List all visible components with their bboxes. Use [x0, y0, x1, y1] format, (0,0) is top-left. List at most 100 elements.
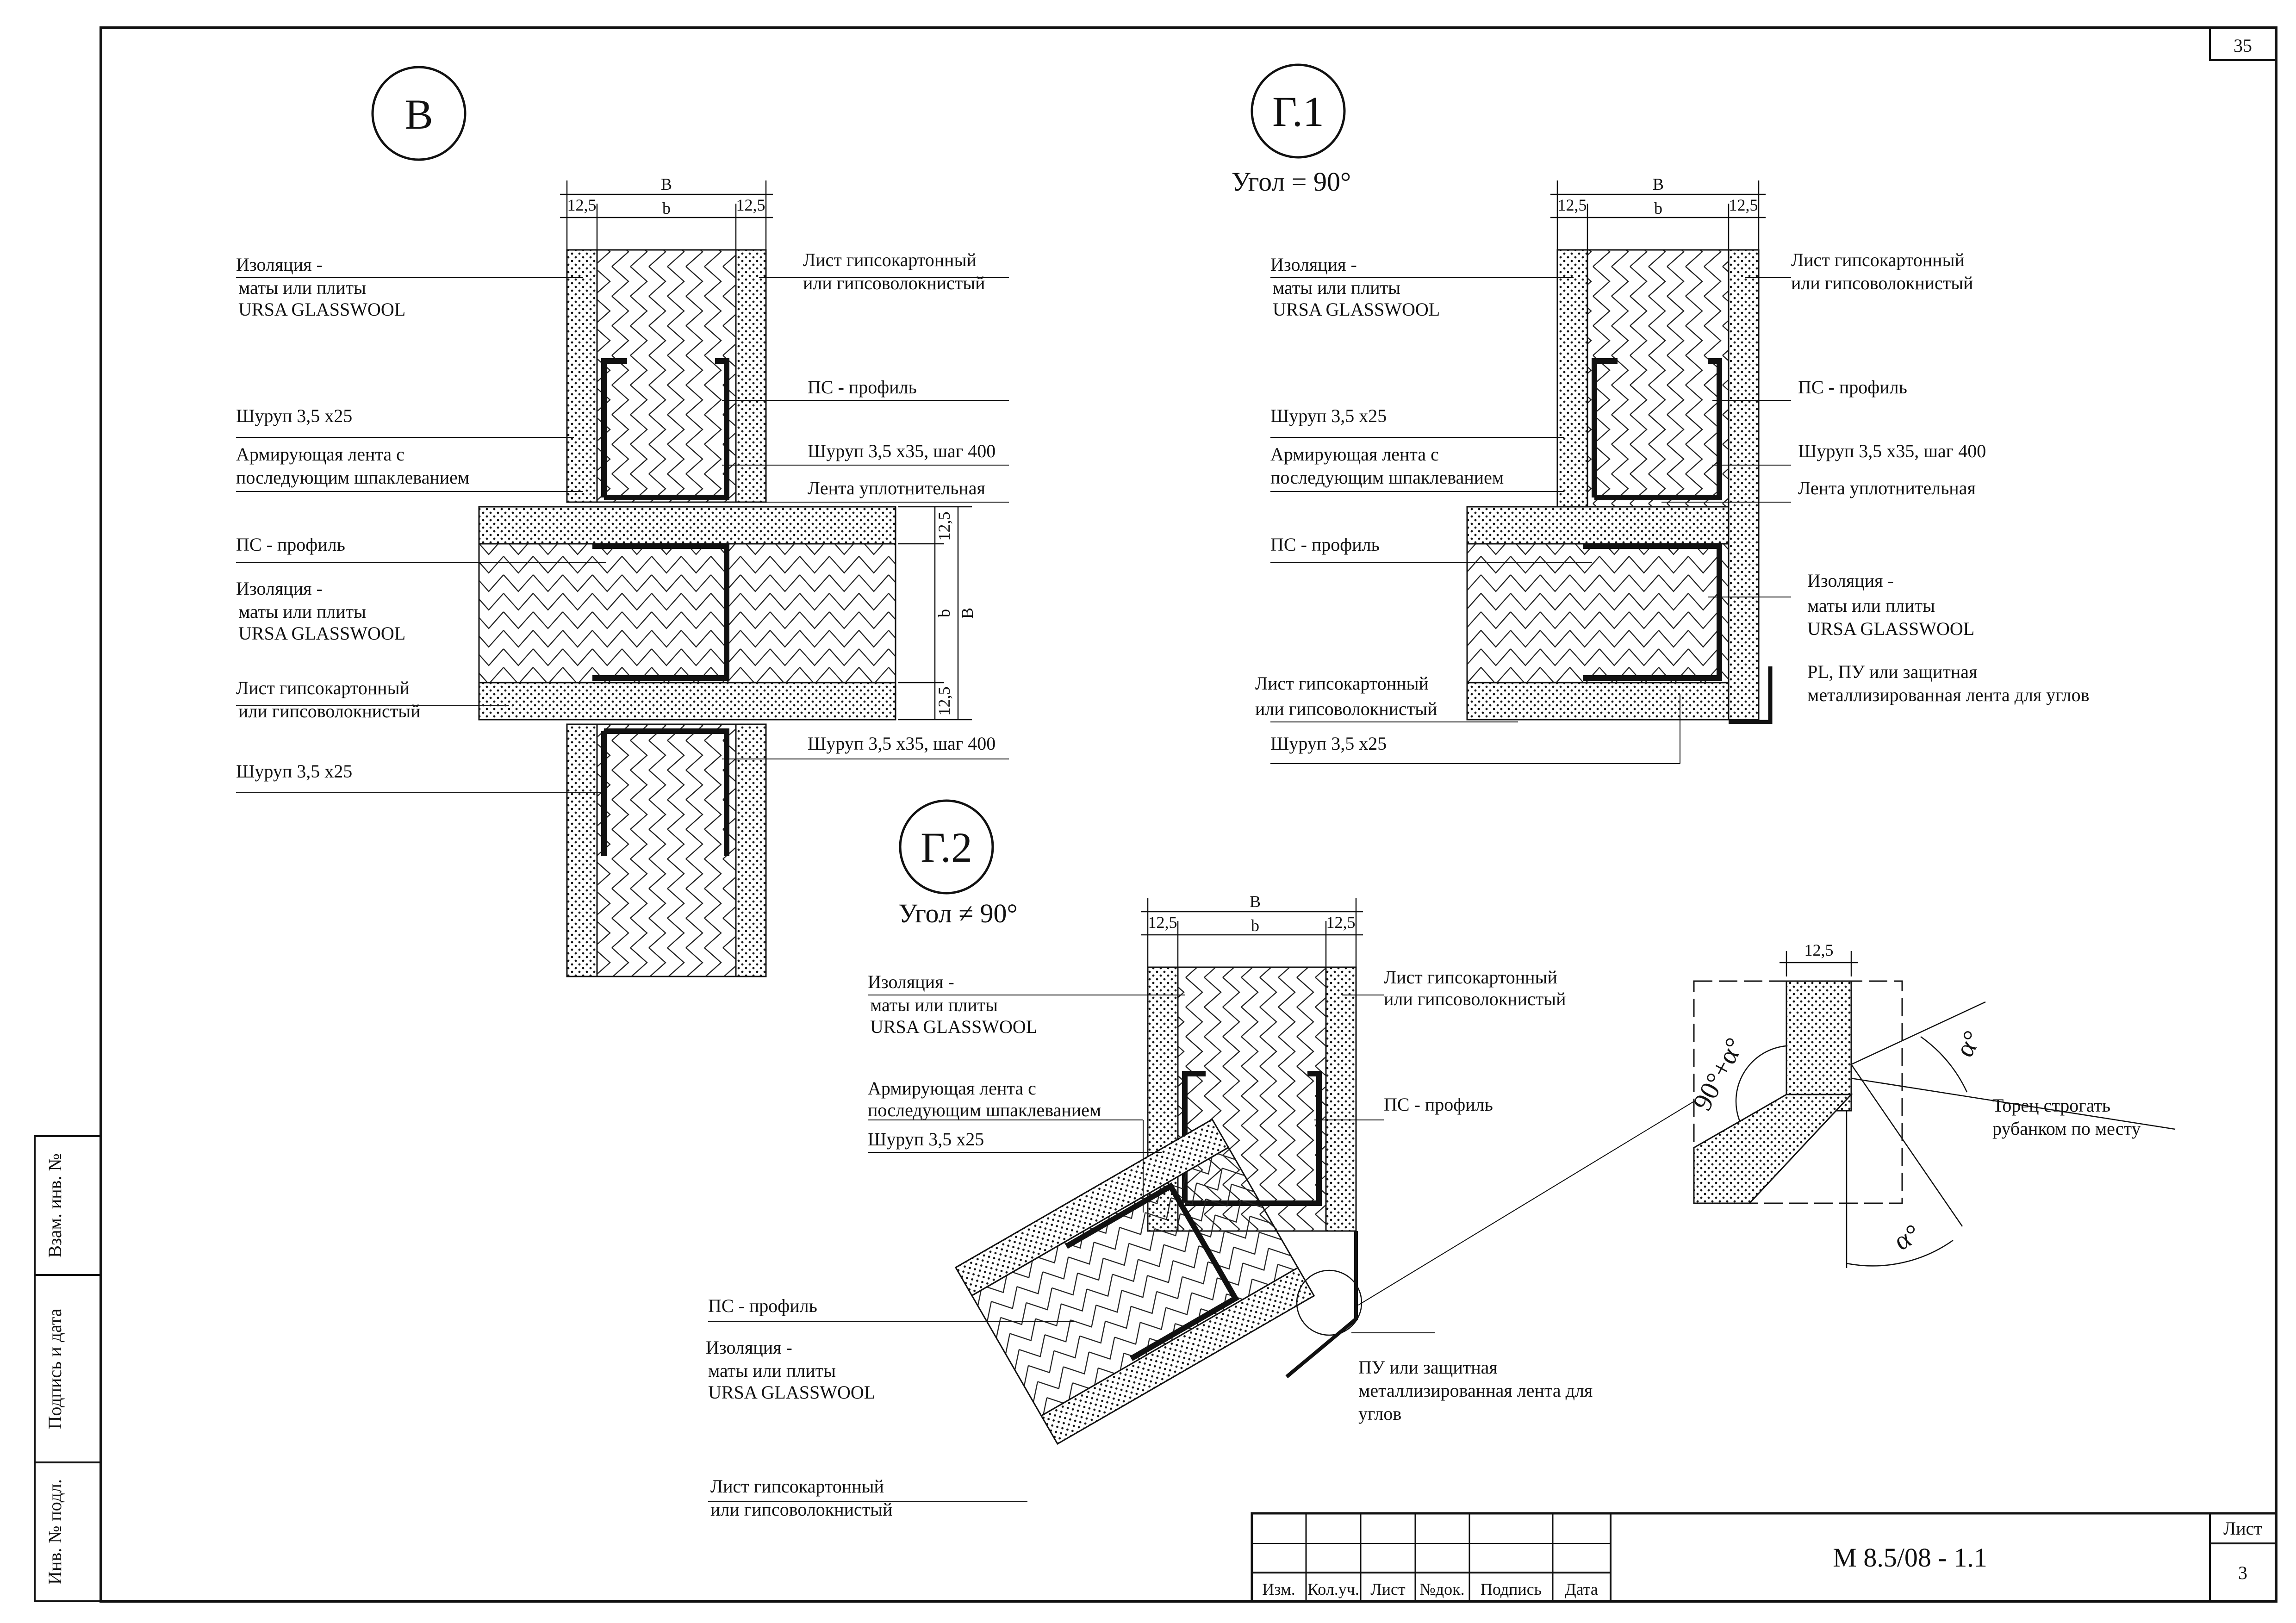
g1-ins-r1: Изоляция -: [1807, 570, 1894, 591]
dim-g2-b: b: [1251, 916, 1259, 935]
g2-board-1: Лист гипсокартонный: [1384, 967, 1557, 988]
detail-v-title: В: [404, 91, 433, 138]
stamp-col-kolvo: Кол.уч.: [1307, 1580, 1359, 1598]
g2-screw-25: Шуруп 3,5 х25: [868, 1129, 984, 1150]
dim-g1-t-right: 12,5: [1729, 196, 1758, 214]
v-screw-35: Шуруп 3,5 х35, шаг 400: [808, 441, 996, 461]
g1-ps-profile: ПС - профиль: [1270, 534, 1380, 555]
detail-g1: Г.1 Угол = 90° B b 12,5 12,5: [1232, 63, 2090, 764]
detail-v: В B b 12,5: [236, 66, 1009, 977]
v-screw-35b: Шуруп 3,5 х35, шаг 400: [808, 733, 996, 754]
g2-insulation-2: маты или плиты: [870, 995, 998, 1015]
dim-g1-t-left: 12,5: [1558, 196, 1587, 214]
v-insulation-3: URSA GLASSWOOL: [238, 299, 405, 320]
page-number: 35: [2234, 35, 2252, 56]
g2-corner-2: металлизированная лента для: [1358, 1380, 1593, 1401]
dim-v-t-right: 12,5: [736, 196, 765, 214]
g2-ins2-1: Изоляция -: [706, 1337, 792, 1358]
g2-ps-profile-r: ПС - профиль: [1384, 1094, 1493, 1115]
g1-insulation-2: маты или плиты: [1273, 277, 1400, 298]
g1-corner-1: PL, ПУ или защитная: [1807, 661, 1977, 682]
stamp-col-izm: Изм.: [1262, 1580, 1295, 1598]
dim-g2-B: B: [1250, 892, 1261, 911]
g2-board2-1: Лист гипсокартонный: [710, 1476, 884, 1497]
dim-v-b: b: [662, 199, 671, 218]
v-ps-profile: ПС - профиль: [236, 534, 345, 555]
g2-tape-1: Армирующая лента с: [868, 1078, 1036, 1099]
dim-v-B-vert: B: [958, 608, 977, 619]
g1-seal-tape: Лента уплотнительная: [1798, 478, 1976, 498]
stamp-col-doc: №док.: [1419, 1580, 1464, 1598]
dim-v-t-left: 12,5: [567, 196, 597, 214]
g1-insulation-1: Изоляция -: [1270, 254, 1357, 275]
stamp-col-date: Дата: [1565, 1580, 1598, 1598]
end-alpha-top: α°: [1949, 1026, 1988, 1062]
g2-ps-profile: ПС - профиль: [708, 1295, 817, 1316]
v-board2-2: или гипсоволокнистый: [238, 701, 421, 721]
dim-g1-b: b: [1654, 199, 1662, 218]
g1-ins-r3: URSA GLASSWOOL: [1807, 618, 1974, 639]
side-inv-orig: Инв. № подл.: [44, 1479, 65, 1585]
g1-tape-1: Армирующая лента с: [1270, 444, 1439, 465]
g1-screw-35: Шуруп 3,5 х35, шаг 400: [1798, 441, 1986, 461]
sheet-frame: [34, 26, 2277, 1603]
end-alpha-bottom: α°: [1889, 1218, 1925, 1256]
v-tape-1: Армирующая лента с: [236, 444, 404, 465]
g1-ins-r2: маты или плиты: [1807, 595, 1935, 616]
g1-screw-25: Шуруп 3,5 х25: [1270, 405, 1387, 426]
g1-angle: Угол = 90°: [1232, 167, 1351, 197]
end-note-2: рубанком по месту: [1992, 1118, 2141, 1139]
sheet-number: 3: [2238, 1562, 2247, 1583]
document-code: М 8.5/08 - 1.1: [1833, 1542, 1987, 1573]
g1-board-2: или гипсоволокнистый: [1791, 273, 1973, 293]
stamp-col-list: Лист: [1370, 1580, 1406, 1598]
g2-angle: Угол ≠ 90°: [898, 898, 1018, 928]
g2-ins2-3: URSA GLASSWOOL: [708, 1382, 875, 1403]
g2-insulation-3: URSA GLASSWOOL: [870, 1016, 1037, 1037]
g1-board2-2: или гипсоволокнистый: [1255, 698, 1437, 719]
side-sign-date: Подпись и дата: [44, 1308, 65, 1429]
end-angle-sum: 90°+α°: [1687, 1033, 1750, 1115]
dim-v-t-top: 12,5: [935, 512, 953, 541]
v-seal-tape: Лента уплотнительная: [808, 478, 985, 498]
dim-v-b-vert: b: [935, 609, 953, 617]
v-insulation-1: Изоляция -: [236, 254, 323, 275]
v-screw-25: Шуруп 3,5 х25: [236, 405, 352, 426]
g1-tape-2: последующим шпаклеванием: [1270, 467, 1504, 488]
end-note-1: Торец строгать: [1992, 1095, 2110, 1116]
v-ins2-2: маты или плиты: [238, 601, 366, 622]
g2-insulation-1: Изоляция -: [868, 971, 954, 992]
g2-board2-2: или гипсоволокнистый: [710, 1499, 893, 1520]
dim-v-t-bottom: 12,5: [935, 687, 953, 716]
g1-corner-2: металлизированная лента для углов: [1807, 684, 2090, 705]
stamp-col-sign: Подпись: [1481, 1580, 1542, 1598]
g1-board2-1: Лист гипсокартонный: [1255, 673, 1429, 694]
g1-board-1: Лист гипсокартонный: [1791, 249, 1965, 270]
v-ins2-3: URSA GLASSWOOL: [238, 623, 405, 644]
g2-corner-3: углов: [1358, 1403, 1401, 1424]
v-ins2-1: Изоляция -: [236, 578, 323, 599]
dim-g2-t-right: 12,5: [1326, 913, 1356, 932]
g2-corner-1: ПУ или защитная: [1358, 1357, 1498, 1378]
g1-title: Г.1: [1272, 88, 1324, 135]
sheet-label: Лист: [2223, 1518, 2262, 1539]
v-tape-2: последующим шпаклеванием: [236, 467, 469, 488]
g1-screw-25b: Шуруп 3,5 х25: [1270, 733, 1387, 754]
g2-title: Г.2: [921, 824, 972, 871]
g1-insulation-3: URSA GLASSWOOL: [1273, 299, 1440, 320]
dim-v-B: B: [661, 175, 672, 193]
v-ps-profile-r: ПС - профиль: [808, 377, 917, 398]
v-board-1: Лист гипсокартонный: [803, 249, 977, 270]
detail-end-cut: 12,5 90°+α° α° α° Торец строгать рубанко…: [1687, 941, 2176, 1268]
g2-tape-2: последующим шпаклеванием: [868, 1100, 1101, 1120]
dim-g2-t-left: 12,5: [1148, 913, 1177, 932]
dim-g1-B: B: [1653, 175, 1664, 193]
detail-g2: Г.2 Угол ≠ 90° B b 12,5 12,5: [706, 799, 1694, 1520]
g2-board-2: или гипсоволокнистый: [1384, 989, 1566, 1009]
side-vzam-inv: Взам. инв. №: [44, 1153, 65, 1257]
v-screw-25b: Шуруп 3,5 х25: [236, 761, 352, 782]
g1-ps-profile-r: ПС - профиль: [1798, 377, 1907, 398]
dim-end-t: 12,5: [1804, 941, 1834, 959]
v-board2-1: Лист гипсокартонный: [236, 678, 410, 698]
